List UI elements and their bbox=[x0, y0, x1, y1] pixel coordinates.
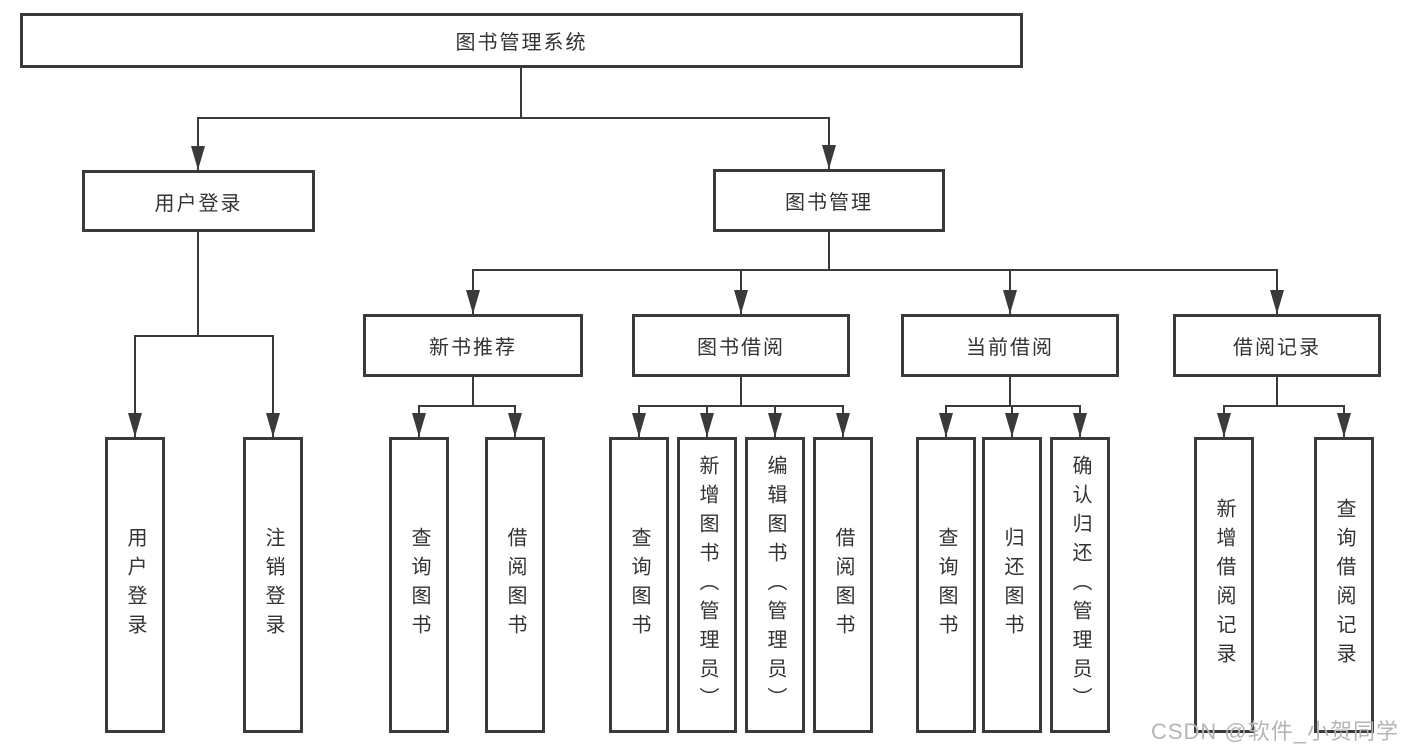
arrow-down-icon bbox=[768, 413, 782, 437]
connector-arrow bbox=[1003, 270, 1017, 314]
leaf-label: 编辑图书（管理员） bbox=[764, 454, 786, 716]
connector-arrow bbox=[128, 336, 142, 437]
leaf-query-books-recommend: 查询图书 bbox=[389, 437, 449, 733]
arrow-down-icon bbox=[1337, 413, 1351, 437]
leaf-label: 查询借阅记录 bbox=[1333, 498, 1355, 672]
arrow-down-icon bbox=[191, 146, 205, 170]
arrow-down-icon bbox=[836, 413, 850, 437]
connector-arrow bbox=[191, 118, 205, 170]
connector-arrow bbox=[1073, 406, 1087, 437]
leaf-query-borrow-record: 查询借阅记录 bbox=[1314, 437, 1374, 733]
node-new-book-recommend: 新书推荐 bbox=[363, 314, 583, 377]
arrow-down-icon bbox=[734, 290, 748, 314]
connector-arrow bbox=[1270, 270, 1284, 314]
connector-arrow bbox=[632, 406, 646, 437]
arrow-down-icon bbox=[1217, 413, 1231, 437]
connector-line bbox=[134, 335, 274, 337]
leaf-query-books-current: 查询图书 bbox=[916, 437, 976, 733]
node-book-management: 图书管理 bbox=[713, 169, 945, 232]
connector-arrow bbox=[700, 406, 714, 437]
leaf-logout: 注销登录 bbox=[243, 437, 303, 733]
connector-line bbox=[1223, 405, 1345, 407]
node-user-login: 用户登录 bbox=[82, 170, 315, 232]
leaf-label: 借阅图书 bbox=[504, 527, 526, 643]
leaf-add-books-admin: 新增图书（管理员） bbox=[677, 437, 737, 733]
leaf-edit-books-admin: 编辑图书（管理员） bbox=[745, 437, 805, 733]
connector-arrow bbox=[1005, 406, 1019, 437]
connector-arrow bbox=[1337, 406, 1351, 437]
connector-line bbox=[945, 405, 1081, 407]
connector-line bbox=[1009, 377, 1011, 406]
connector-line bbox=[197, 117, 830, 119]
leaf-label: 借阅图书 bbox=[832, 527, 854, 643]
connector-arrow bbox=[939, 406, 953, 437]
leaf-label: 确认归还（管理员） bbox=[1069, 454, 1091, 716]
arrow-down-icon bbox=[632, 413, 646, 437]
node-label: 当前借阅 bbox=[966, 337, 1054, 359]
arrow-down-icon bbox=[1003, 290, 1017, 314]
connector-line bbox=[638, 405, 844, 407]
connector-line bbox=[520, 68, 522, 118]
node-library-system: 图书管理系统 bbox=[20, 13, 1023, 68]
connector-arrow bbox=[508, 406, 522, 437]
arrow-down-icon bbox=[939, 413, 953, 437]
leaf-query-books-borrow: 查询图书 bbox=[609, 437, 669, 733]
arrow-down-icon bbox=[466, 290, 480, 314]
node-label: 新书推荐 bbox=[429, 337, 517, 359]
arrow-down-icon bbox=[128, 413, 142, 437]
node-label: 图书管理系统 bbox=[455, 32, 588, 54]
connector-arrow bbox=[412, 406, 426, 437]
leaf-label: 注销登录 bbox=[262, 527, 284, 643]
node-label: 图书借阅 bbox=[697, 337, 785, 359]
leaf-borrow-books-recommend: 借阅图书 bbox=[485, 437, 545, 733]
leaf-label: 归还图书 bbox=[1001, 527, 1023, 643]
connector-line bbox=[472, 269, 1278, 271]
leaf-user-login: 用户登录 bbox=[105, 437, 165, 733]
connector-line bbox=[418, 405, 516, 407]
connector-arrow bbox=[1217, 406, 1231, 437]
connector-arrow bbox=[466, 270, 480, 314]
arrow-down-icon bbox=[822, 145, 836, 169]
leaf-label: 查询图书 bbox=[935, 527, 957, 643]
node-label: 用户登录 bbox=[154, 192, 243, 215]
leaf-borrow-books: 借阅图书 bbox=[813, 437, 873, 733]
leaf-confirm-return-admin: 确认归还（管理员） bbox=[1050, 437, 1110, 733]
node-label: 图书管理 bbox=[785, 192, 873, 214]
leaf-label: 用户登录 bbox=[124, 527, 146, 643]
connector-line bbox=[1276, 377, 1278, 406]
leaf-return-books: 归还图书 bbox=[982, 437, 1042, 733]
arrow-down-icon bbox=[1073, 413, 1087, 437]
node-current-borrow: 当前借阅 bbox=[901, 314, 1119, 377]
leaf-label: 新增借阅记录 bbox=[1213, 498, 1235, 672]
connector-line bbox=[472, 377, 474, 406]
connector-arrow bbox=[768, 406, 782, 437]
arrow-down-icon bbox=[412, 413, 426, 437]
connector-line bbox=[828, 232, 830, 270]
connector-line bbox=[740, 377, 742, 406]
node-label: 借阅记录 bbox=[1233, 337, 1321, 359]
node-borrow-records: 借阅记录 bbox=[1173, 314, 1381, 377]
connector-arrow bbox=[822, 118, 836, 169]
connector-arrow bbox=[836, 406, 850, 437]
arrow-down-icon bbox=[266, 413, 280, 437]
node-book-borrow: 图书借阅 bbox=[632, 314, 850, 377]
leaf-label: 查询图书 bbox=[628, 527, 650, 643]
arrow-down-icon bbox=[1005, 413, 1019, 437]
arrow-down-icon bbox=[1270, 290, 1284, 314]
connector-arrow bbox=[734, 270, 748, 314]
arrow-down-icon bbox=[508, 413, 522, 437]
connector-arrow bbox=[266, 336, 280, 437]
connector-line bbox=[197, 232, 199, 336]
leaf-label: 查询图书 bbox=[408, 527, 430, 643]
leaf-add-borrow-record: 新增借阅记录 bbox=[1194, 437, 1254, 733]
arrow-down-icon bbox=[700, 413, 714, 437]
csdn-watermark: CSDN @软件_小贺同学 bbox=[1150, 719, 1399, 744]
leaf-label: 新增图书（管理员） bbox=[696, 454, 718, 716]
